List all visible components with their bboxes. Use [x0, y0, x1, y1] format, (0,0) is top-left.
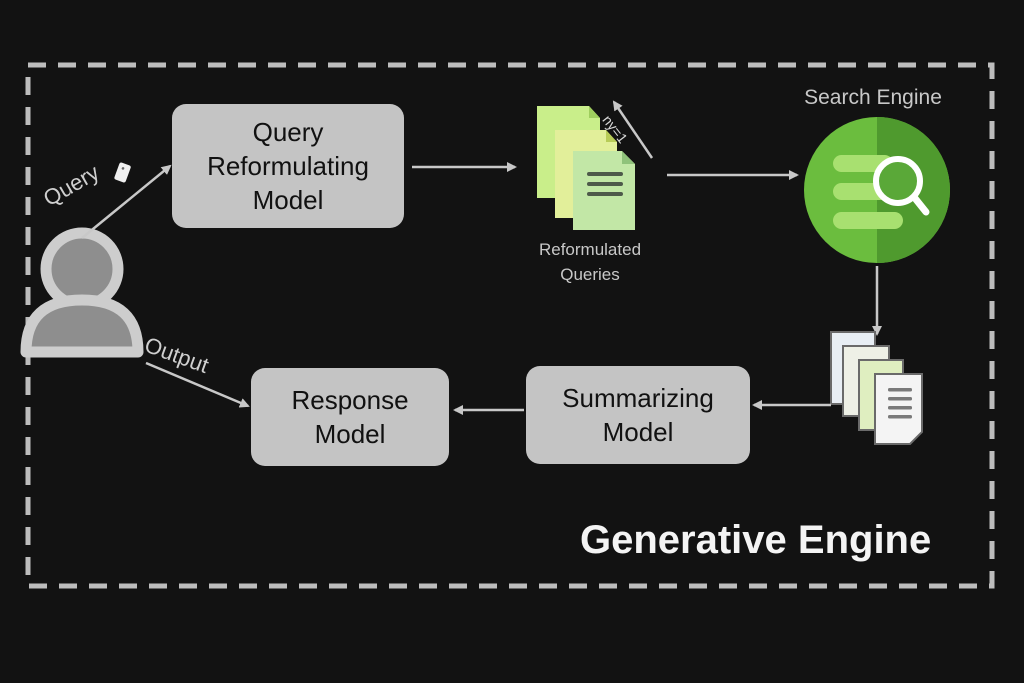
summarizing-model-box: Summarizing Model [526, 366, 750, 464]
search-engine-label: Search Engine [804, 86, 942, 109]
arrow-ny-loop [612, 100, 654, 159]
response-line-1: Response [291, 385, 409, 415]
query-reformulating-model-box: Query Reformulating Model [172, 104, 404, 228]
reformulated-queries-icon [537, 106, 635, 230]
qrm-line-3: Model [252, 185, 324, 215]
arrow-user-to-query-model [81, 164, 172, 239]
summarizing-line-1: Summarizing [562, 383, 714, 413]
response-line-2: Model [314, 419, 386, 449]
reformulated-queries-label: Reformulated Queries [515, 237, 665, 287]
generative-engine-title: Generative Engine [580, 518, 932, 562]
user-icon [20, 227, 144, 358]
query-document-icon [114, 162, 131, 183]
qrm-line-2: Reformulating [207, 151, 369, 181]
rq-line-1: Reformulated [538, 240, 642, 259]
rq-line-2: Queries [560, 265, 620, 284]
qrm-line-1: Query [252, 117, 324, 147]
summarizing-line-2: Model [602, 417, 674, 447]
retrieved-documents-icon [830, 331, 923, 445]
response-model-box: Response Model [251, 368, 449, 466]
search-engine-icon [804, 117, 950, 263]
arrow-output [145, 361, 250, 408]
